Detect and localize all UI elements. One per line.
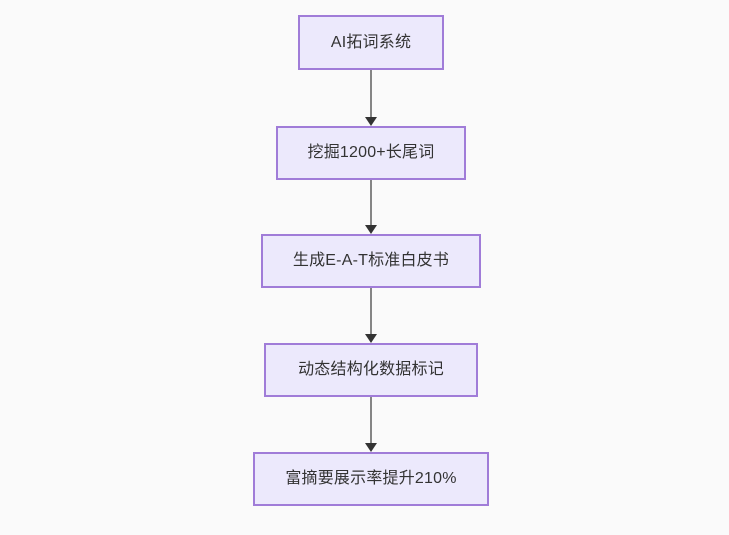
edge-line <box>370 70 372 118</box>
flow-edge-4 <box>365 397 377 452</box>
flow-edge-3 <box>365 288 377 343</box>
flow-node-label: AI拓词系统 <box>330 33 412 51</box>
flow-node-label: 挖掘1200+长尾词 <box>307 144 435 161</box>
arrowhead-icon <box>365 117 377 126</box>
arrowhead-icon <box>365 443 377 452</box>
arrowhead-icon <box>365 334 377 343</box>
flow-edge-2 <box>365 180 377 234</box>
edge-line <box>370 180 372 226</box>
flow-edge-1 <box>365 70 377 126</box>
flow-node-dynamic-structured-data-markup[interactable]: 动态结构化数据标记 <box>264 343 478 397</box>
flow-node-mine-longtail-keywords[interactable]: 挖掘1200+长尾词 <box>276 126 466 180</box>
flow-node-rich-snippet-impression-lift[interactable]: 富摘要展示率提升210% <box>253 452 489 506</box>
edge-line <box>370 397 372 444</box>
flow-node-generate-eat-whitepaper[interactable]: 生成E-A-T标准白皮书 <box>261 234 481 288</box>
arrowhead-icon <box>365 225 377 234</box>
flow-node-label: 动态结构化数据标记 <box>298 361 444 378</box>
edge-line <box>370 288 372 335</box>
flow-node-label: 生成E-A-T标准白皮书 <box>292 252 450 269</box>
flow-node-label: 富摘要展示率提升210% <box>285 470 457 487</box>
flow-node-ai-keyword-system[interactable]: AI拓词系统 <box>298 15 444 70</box>
